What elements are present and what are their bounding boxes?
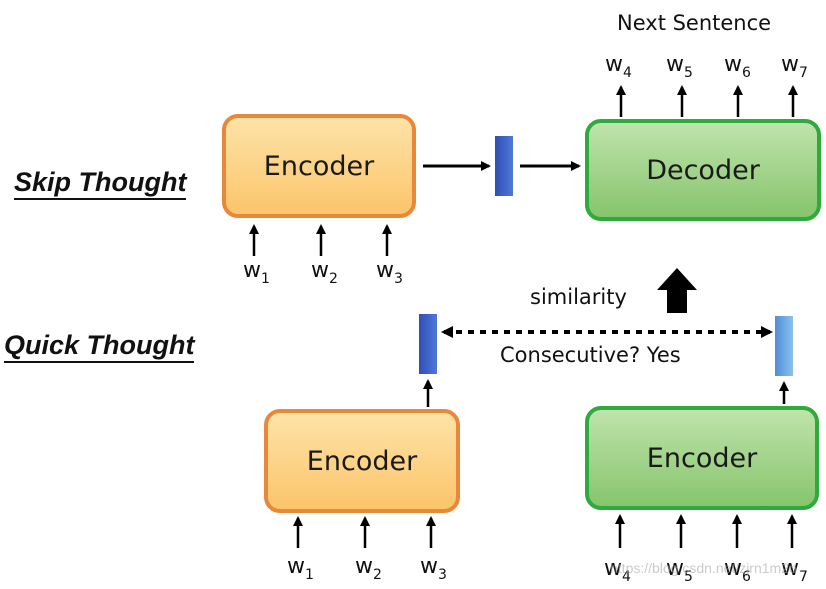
quick-left-input-word: w3 [420,554,447,583]
skip-encoder-label: Encoder [263,150,375,182]
similarity-label: similarity [530,285,627,309]
skip-input-word: w3 [376,258,403,287]
quick-left-input-word: w1 [287,554,314,583]
consecutive-label: Consecutive? Yes [500,343,681,367]
skip-output-word: w7 [781,52,808,81]
skip-input-arrows [249,224,392,256]
skip-encoder-box: Encoder [222,114,416,218]
similarity-up-arrow [657,268,697,313]
quick-encoder-left-label: Encoder [306,445,418,477]
quick-right-input-arrows [615,514,797,548]
quick-encoder-right-box: Encoder [585,406,819,510]
quick-thought-label: Quick Thought [4,330,195,363]
quick-right-input-word: w5 [666,556,693,585]
skip-encoder-output-vector [495,136,513,196]
skip-decoder-box: Decoder [585,119,821,221]
skip-output-word: w5 [666,52,693,81]
quick-right-input-word: w4 [604,556,631,585]
skip-output-word: w6 [724,52,751,81]
next-sentence-label: Next Sentence [617,11,772,35]
quick-left-output-vector [419,314,437,374]
skip-output-arrows [616,85,798,117]
quick-right-input-word: w7 [781,556,808,585]
skip-input-word: w2 [311,258,338,287]
skip-output-word: w4 [605,52,632,81]
quick-right-input-word: w6 [724,556,751,585]
quick-right-output-vector [775,316,793,376]
quick-encoder-right-label: Encoder [646,442,758,474]
skip-input-word: w1 [243,258,270,287]
quick-left-input-word: w2 [355,554,382,583]
skip-decoder-label: Decoder [646,154,760,186]
quick-left-input-arrows [293,516,436,548]
watermark-text: https://blog.csdn.net/zjrn1m2o [610,560,797,576]
skip-thought-label: Skip Thought [14,167,187,200]
quick-encoder-left-box: Encoder [264,409,460,513]
quick-encoder-output-arrows [423,379,789,407]
